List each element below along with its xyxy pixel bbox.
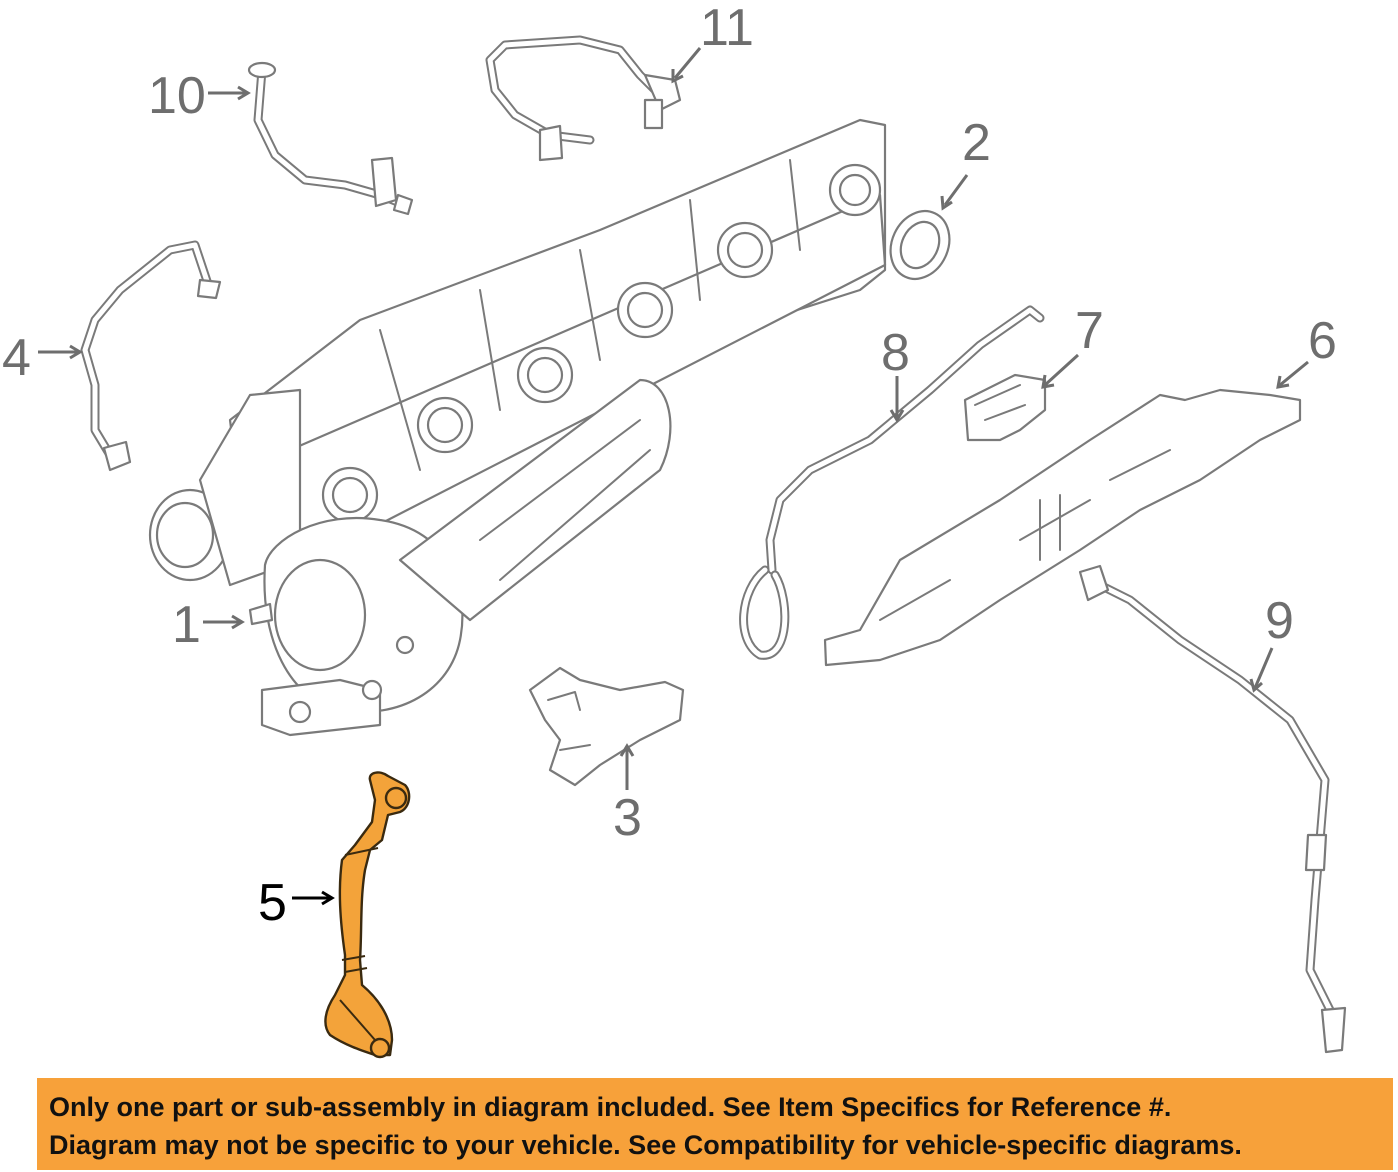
turbo-manifold-assembly — [148, 118, 887, 737]
callout-5: 5 — [258, 874, 335, 932]
coolant-line-upper — [247, 61, 414, 216]
svg-text:5: 5 — [258, 874, 287, 932]
coolant-pipe-highlighted — [324, 771, 411, 1059]
sensor-harness — [739, 305, 1045, 660]
callout-8: 8 — [881, 324, 910, 423]
sensor — [963, 373, 1047, 442]
callout-9: 9 — [1249, 592, 1294, 693]
svg-text:4: 4 — [2, 329, 31, 387]
disclaimer-banner: Only one part or sub-assembly in diagram… — [37, 1078, 1393, 1170]
svg-text:3: 3 — [613, 789, 642, 847]
svg-text:11: 11 — [700, 0, 754, 57]
callout-1: 1 — [172, 596, 245, 654]
callout-4: 4 — [2, 329, 83, 387]
callout-2: 2 — [940, 114, 991, 211]
svg-text:9: 9 — [1265, 592, 1294, 650]
callout-10: 10 — [148, 67, 251, 125]
callout-6: 6 — [1276, 312, 1337, 389]
callout-11: 11 — [671, 0, 754, 84]
svg-text:8: 8 — [881, 324, 910, 382]
svg-text:10: 10 — [148, 67, 206, 125]
gasket-ring — [889, 210, 951, 280]
bracket — [528, 666, 685, 787]
callout-3: 3 — [613, 743, 642, 847]
svg-text:2: 2 — [962, 114, 991, 172]
svg-text:6: 6 — [1308, 312, 1337, 370]
parts-diagram: 1 2 3 4 5 6 7 8 9 10 11 — [2, 0, 1347, 1059]
svg-text:1: 1 — [172, 596, 201, 654]
heat-shield — [823, 388, 1302, 667]
callout-7: 7 — [1041, 302, 1104, 389]
oil-feed-line — [80, 240, 222, 472]
coolant-line-lower — [485, 35, 682, 162]
svg-text:7: 7 — [1075, 302, 1104, 360]
disclaimer-line-2: Diagram may not be specific to your vehi… — [49, 1130, 1242, 1160]
disclaimer-line-1: Only one part or sub-assembly in diagram… — [49, 1092, 1172, 1122]
flange-ports — [321, 163, 882, 524]
oxygen-sensor-lead — [1078, 564, 1347, 1054]
